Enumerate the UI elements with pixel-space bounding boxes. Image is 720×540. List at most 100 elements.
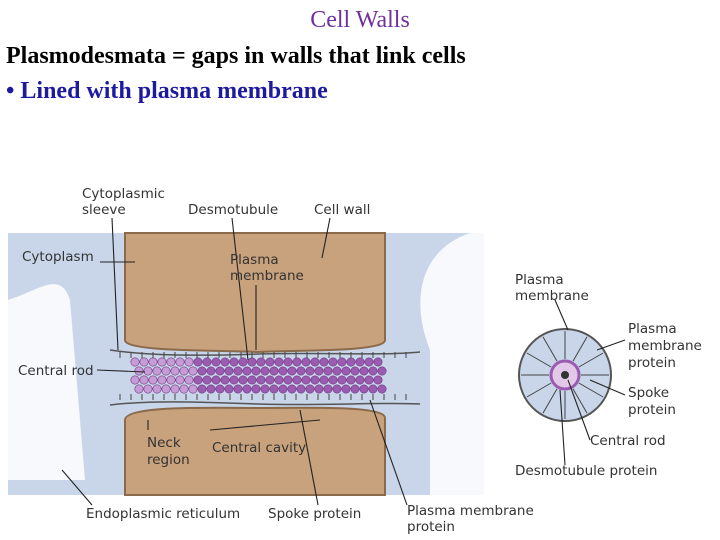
desmotubule-bead bbox=[134, 366, 144, 376]
label-neck-region: Neck bbox=[147, 435, 181, 451]
desmotubule-bead bbox=[332, 384, 342, 394]
desmotubule-bead bbox=[134, 384, 144, 394]
label-pm-protein-right: Plasma bbox=[628, 321, 677, 337]
cross-section-spoke bbox=[542, 388, 558, 414]
desmotubule-bead bbox=[251, 366, 261, 376]
desmotubule-bead bbox=[188, 384, 198, 394]
desmotubule-bead bbox=[224, 384, 234, 394]
desmotubule-bead bbox=[139, 375, 149, 385]
desmotubule-bead bbox=[274, 357, 284, 367]
desmotubule-bead bbox=[166, 357, 176, 367]
label-central-rod-right: Central rod bbox=[590, 433, 666, 449]
desmotubule-bead bbox=[292, 357, 302, 367]
desmotubule-bead bbox=[305, 384, 315, 394]
desmotubule-bead bbox=[215, 366, 225, 376]
desmotubule-bead bbox=[220, 375, 230, 385]
er-left-outline bbox=[8, 284, 85, 480]
desmotubule-bead bbox=[179, 384, 189, 394]
desmotubule-bead bbox=[265, 357, 275, 367]
desmotubule-bead bbox=[341, 366, 351, 376]
desmotubule-bead bbox=[193, 375, 203, 385]
desmotubule-bead bbox=[175, 357, 185, 367]
desmotubule-bead bbox=[197, 384, 207, 394]
spoke-proteins bbox=[119, 352, 407, 400]
label-desmotubule: Desmotubule bbox=[188, 202, 278, 218]
label-central-cavity: Central cavity bbox=[212, 440, 306, 456]
desmotubule-bead bbox=[296, 384, 306, 394]
desmotubule-bead bbox=[341, 384, 351, 394]
desmotubule-bead bbox=[170, 366, 180, 376]
desmotubule-bead bbox=[139, 357, 149, 367]
desmotubule-bead bbox=[310, 375, 320, 385]
desmotubule-bead bbox=[157, 357, 167, 367]
label-cytoplasmic-sleeve: Cytoplasmic bbox=[82, 186, 165, 202]
desmotubule-bead bbox=[251, 384, 261, 394]
cross-section-spoke bbox=[578, 352, 604, 368]
cell-wall-upper bbox=[124, 232, 386, 354]
desmotubule-bead bbox=[148, 375, 158, 385]
desmotubule-bead bbox=[202, 357, 212, 367]
desmotubule-bead bbox=[350, 366, 360, 376]
cross-section-spoke bbox=[542, 336, 558, 362]
label-plasma-membrane-b-2: membrane bbox=[515, 288, 589, 304]
desmotubule-bead bbox=[328, 357, 338, 367]
desmotubule-bead bbox=[310, 357, 320, 367]
label-plasma-membrane-a: Plasma bbox=[230, 252, 279, 268]
desmotubule-bead bbox=[152, 384, 162, 394]
desmotubule-bead bbox=[224, 366, 234, 376]
label-central-rod-left: Central rod bbox=[18, 363, 94, 379]
label-spoke-protein-bottom: Spoke protein bbox=[268, 506, 361, 522]
desmotubule-bead bbox=[269, 384, 279, 394]
plasma-membrane-upper bbox=[109, 349, 421, 356]
desmotubule-bead bbox=[238, 375, 248, 385]
desmotubule-bead bbox=[287, 384, 297, 394]
desmotubule-bead bbox=[242, 384, 252, 394]
desmotubule-bead bbox=[233, 366, 243, 376]
desmotubule-bead bbox=[314, 384, 324, 394]
desmotubule-protein-beads bbox=[130, 357, 387, 394]
desmotubule-bead bbox=[247, 357, 257, 367]
desmotubule-bead bbox=[161, 384, 171, 394]
cell-wall-lower bbox=[124, 406, 386, 496]
desmotubule-bead bbox=[130, 357, 140, 367]
desmotubule-bead bbox=[256, 375, 266, 385]
label-neck-region-2: region bbox=[147, 452, 190, 468]
desmotubule-bead bbox=[148, 357, 158, 367]
desmotubule-bead bbox=[184, 357, 194, 367]
label-pm-protein-bottom-2: protein bbox=[407, 519, 455, 535]
desmotubule-bead bbox=[265, 375, 275, 385]
label-pm-protein-bottom: Plasma membrane bbox=[407, 503, 534, 519]
desmotubule-bead bbox=[323, 366, 333, 376]
desmotubule-bead bbox=[287, 366, 297, 376]
label-cytoplasmic-sleeve-2: sleeve bbox=[82, 202, 126, 218]
label-spoke-protein-right-2: protein bbox=[628, 402, 676, 418]
bullet-text: Lined with plasma membrane bbox=[20, 78, 328, 104]
cross-section-spoke bbox=[572, 388, 588, 414]
label-plasma-membrane-a-2: membrane bbox=[230, 268, 304, 284]
cross-section-spoke bbox=[526, 382, 552, 398]
desmotubule-bead bbox=[197, 366, 207, 376]
desmotubule-bead bbox=[161, 366, 171, 376]
desmotubule-bead bbox=[175, 375, 185, 385]
desmotubule-bead bbox=[238, 357, 248, 367]
label-desmotubule-protein: Desmotubule protein bbox=[515, 463, 657, 479]
cross-section-central-rod bbox=[561, 371, 569, 379]
cross-section-spoke bbox=[526, 352, 552, 368]
desmotubule-bead bbox=[206, 384, 216, 394]
desmotubule-bead bbox=[305, 366, 315, 376]
desmotubule-bead bbox=[323, 384, 333, 394]
desmotubule-bead bbox=[184, 375, 194, 385]
desmotubule-bead bbox=[202, 375, 212, 385]
label-plasma-membrane-b: Plasma bbox=[515, 272, 564, 288]
desmotubule-bead bbox=[211, 375, 221, 385]
desmotubule-bead bbox=[337, 357, 347, 367]
bullet-glyph: • bbox=[6, 78, 15, 104]
desmotubule-bead bbox=[355, 375, 365, 385]
desmotubule-bead bbox=[301, 357, 311, 367]
desmotubule-bead bbox=[260, 384, 270, 394]
desmotubule-bead bbox=[233, 384, 243, 394]
desmotubule-bead bbox=[143, 384, 153, 394]
desmotubule-bead bbox=[373, 375, 383, 385]
desmotubule-bead bbox=[328, 375, 338, 385]
